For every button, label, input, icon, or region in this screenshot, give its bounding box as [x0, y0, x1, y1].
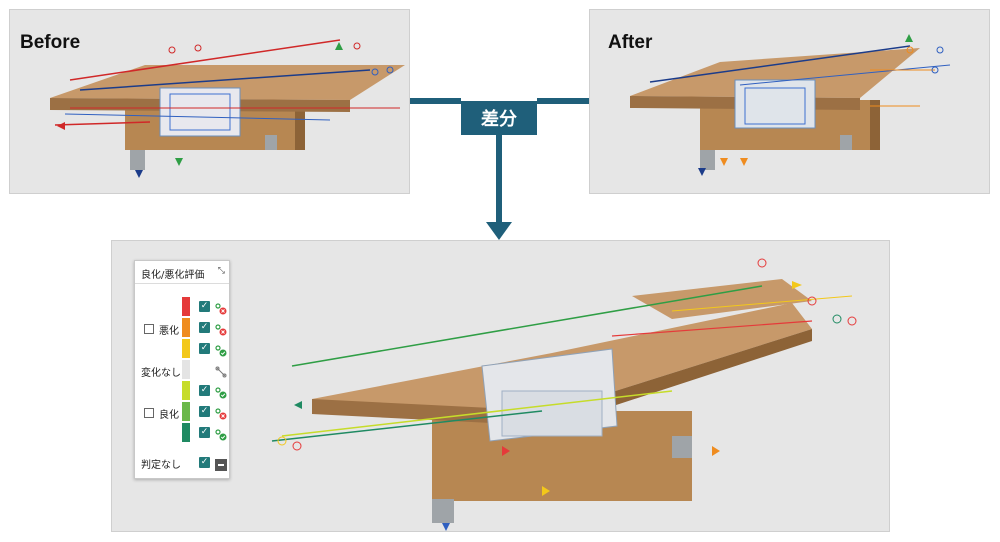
level-color-bar — [182, 297, 190, 316]
better-group-label: 良化 — [159, 410, 179, 421]
before-title: Before — [20, 32, 81, 53]
level-color-bar — [182, 339, 190, 358]
collapse-icon[interactable]: ⤡ — [217, 266, 225, 276]
level-checkbox[interactable]: ✓ — [199, 427, 210, 438]
level-checkbox[interactable]: ✓ — [199, 322, 210, 333]
after-model — [630, 34, 951, 176]
before-model — [50, 39, 405, 178]
level-checkbox[interactable]: ✓ — [199, 343, 210, 354]
no-change-label: 変化なし — [141, 368, 181, 379]
level-checkbox[interactable]: ✓ — [199, 301, 210, 312]
before-viewport[interactable]: Before — [9, 9, 410, 194]
diff-model — [271, 258, 857, 531]
arrow-down-icon — [486, 222, 512, 240]
connector-right — [537, 98, 589, 104]
level-checkbox[interactable]: ✓ — [199, 385, 210, 396]
connector-down — [496, 135, 502, 227]
ok-icon — [215, 384, 227, 399]
after-title: After — [608, 32, 653, 53]
level-color-bar — [182, 402, 190, 421]
level-color-bar — [182, 360, 190, 379]
worse-group-checkbox[interactable] — [144, 324, 154, 334]
worse-group-label: 悪化 — [159, 326, 179, 337]
level-color-bar — [182, 318, 190, 337]
ok-icon — [215, 342, 227, 357]
level-checkbox[interactable]: ✓ — [199, 406, 210, 417]
divider — [135, 283, 229, 284]
undetermined-checkbox[interactable]: ✓ — [199, 457, 210, 468]
better-group-checkbox[interactable] — [144, 408, 154, 418]
evaluation-panel-title: 良化/悪化評価 — [141, 270, 205, 281]
ok-icon — [215, 426, 227, 441]
after-viewport[interactable]: After — [589, 9, 990, 194]
no-change-icon — [215, 363, 227, 378]
level-color-bar — [182, 381, 190, 400]
level-color-bar — [182, 423, 190, 442]
connector-left — [410, 98, 461, 104]
evaluation-panel: 良化/悪化評価 ⤡ 悪化 変化なし 良化 判定なし ✓ ✓ ✓ ✓ ✓ ✓ ✓ — [134, 260, 230, 479]
worse-icon — [215, 405, 227, 420]
worse-icon — [215, 321, 227, 336]
diff-label: 差分 — [461, 101, 537, 135]
undetermined-icon — [215, 456, 227, 471]
worse-icon — [215, 300, 227, 315]
diff-viewport[interactable] — [111, 240, 890, 532]
undetermined-label: 判定なし — [141, 460, 181, 471]
